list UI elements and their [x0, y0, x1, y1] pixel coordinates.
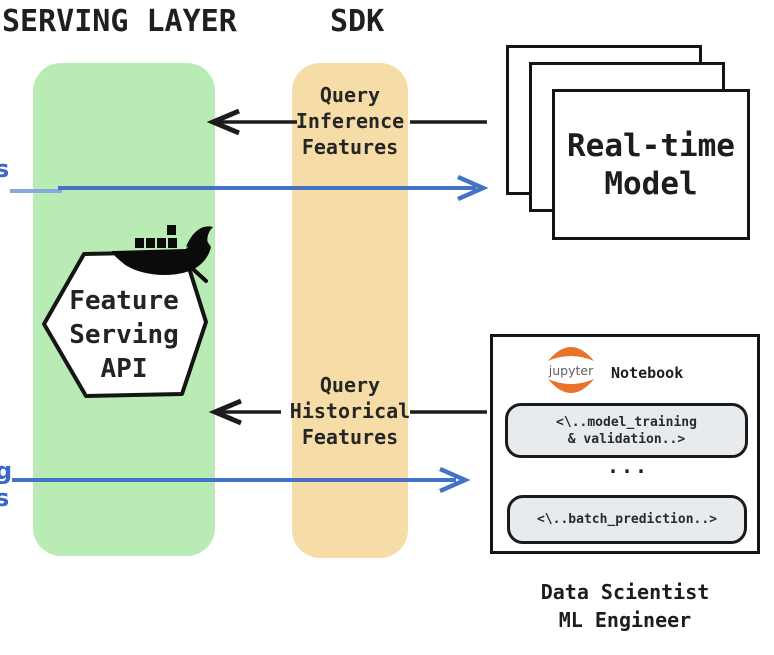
sdk-title: SDK: [330, 4, 385, 39]
code-cell-training: <\..model_training & validation..>: [505, 403, 748, 458]
sdk-column: [292, 63, 408, 558]
query-inference-label: Query Inference Features: [295, 83, 405, 159]
persona-caption: Data Scientist ML Engineer: [540, 580, 710, 632]
notebook-title: Notebook: [611, 364, 684, 382]
feature-serving-api-node: Feature Serving API: [36, 246, 212, 402]
realtime-model-label: Real-time Model: [567, 127, 735, 202]
docker-whale-icon: [112, 225, 213, 283]
edge-label-top-partial: s: [0, 155, 10, 183]
serving-layer-title: SERVING LAYER: [2, 4, 237, 39]
edge-label-bottom-partial: g s: [0, 457, 13, 512]
query-historical-label: Query Historical Features: [289, 373, 411, 449]
jupyter-logo-icon: jupyter: [548, 347, 594, 393]
hexagon-shape: [42, 250, 208, 398]
realtime-model-box: Real-time Model: [552, 89, 750, 240]
code-cell-prediction-text: <\..batch_prediction..>: [536, 512, 717, 527]
feature-serving-api-label: Feature Serving API: [69, 286, 179, 384]
code-cell-prediction: <\..batch_prediction..>: [507, 495, 747, 544]
jupyter-logo-text: jupyter: [548, 363, 594, 378]
code-cell-training-text: <\..model_training & validation..>: [556, 414, 697, 447]
cells-ellipsis: ...: [606, 454, 650, 478]
notebook-box: jupyter Notebook <\..model_training & va…: [490, 334, 760, 554]
